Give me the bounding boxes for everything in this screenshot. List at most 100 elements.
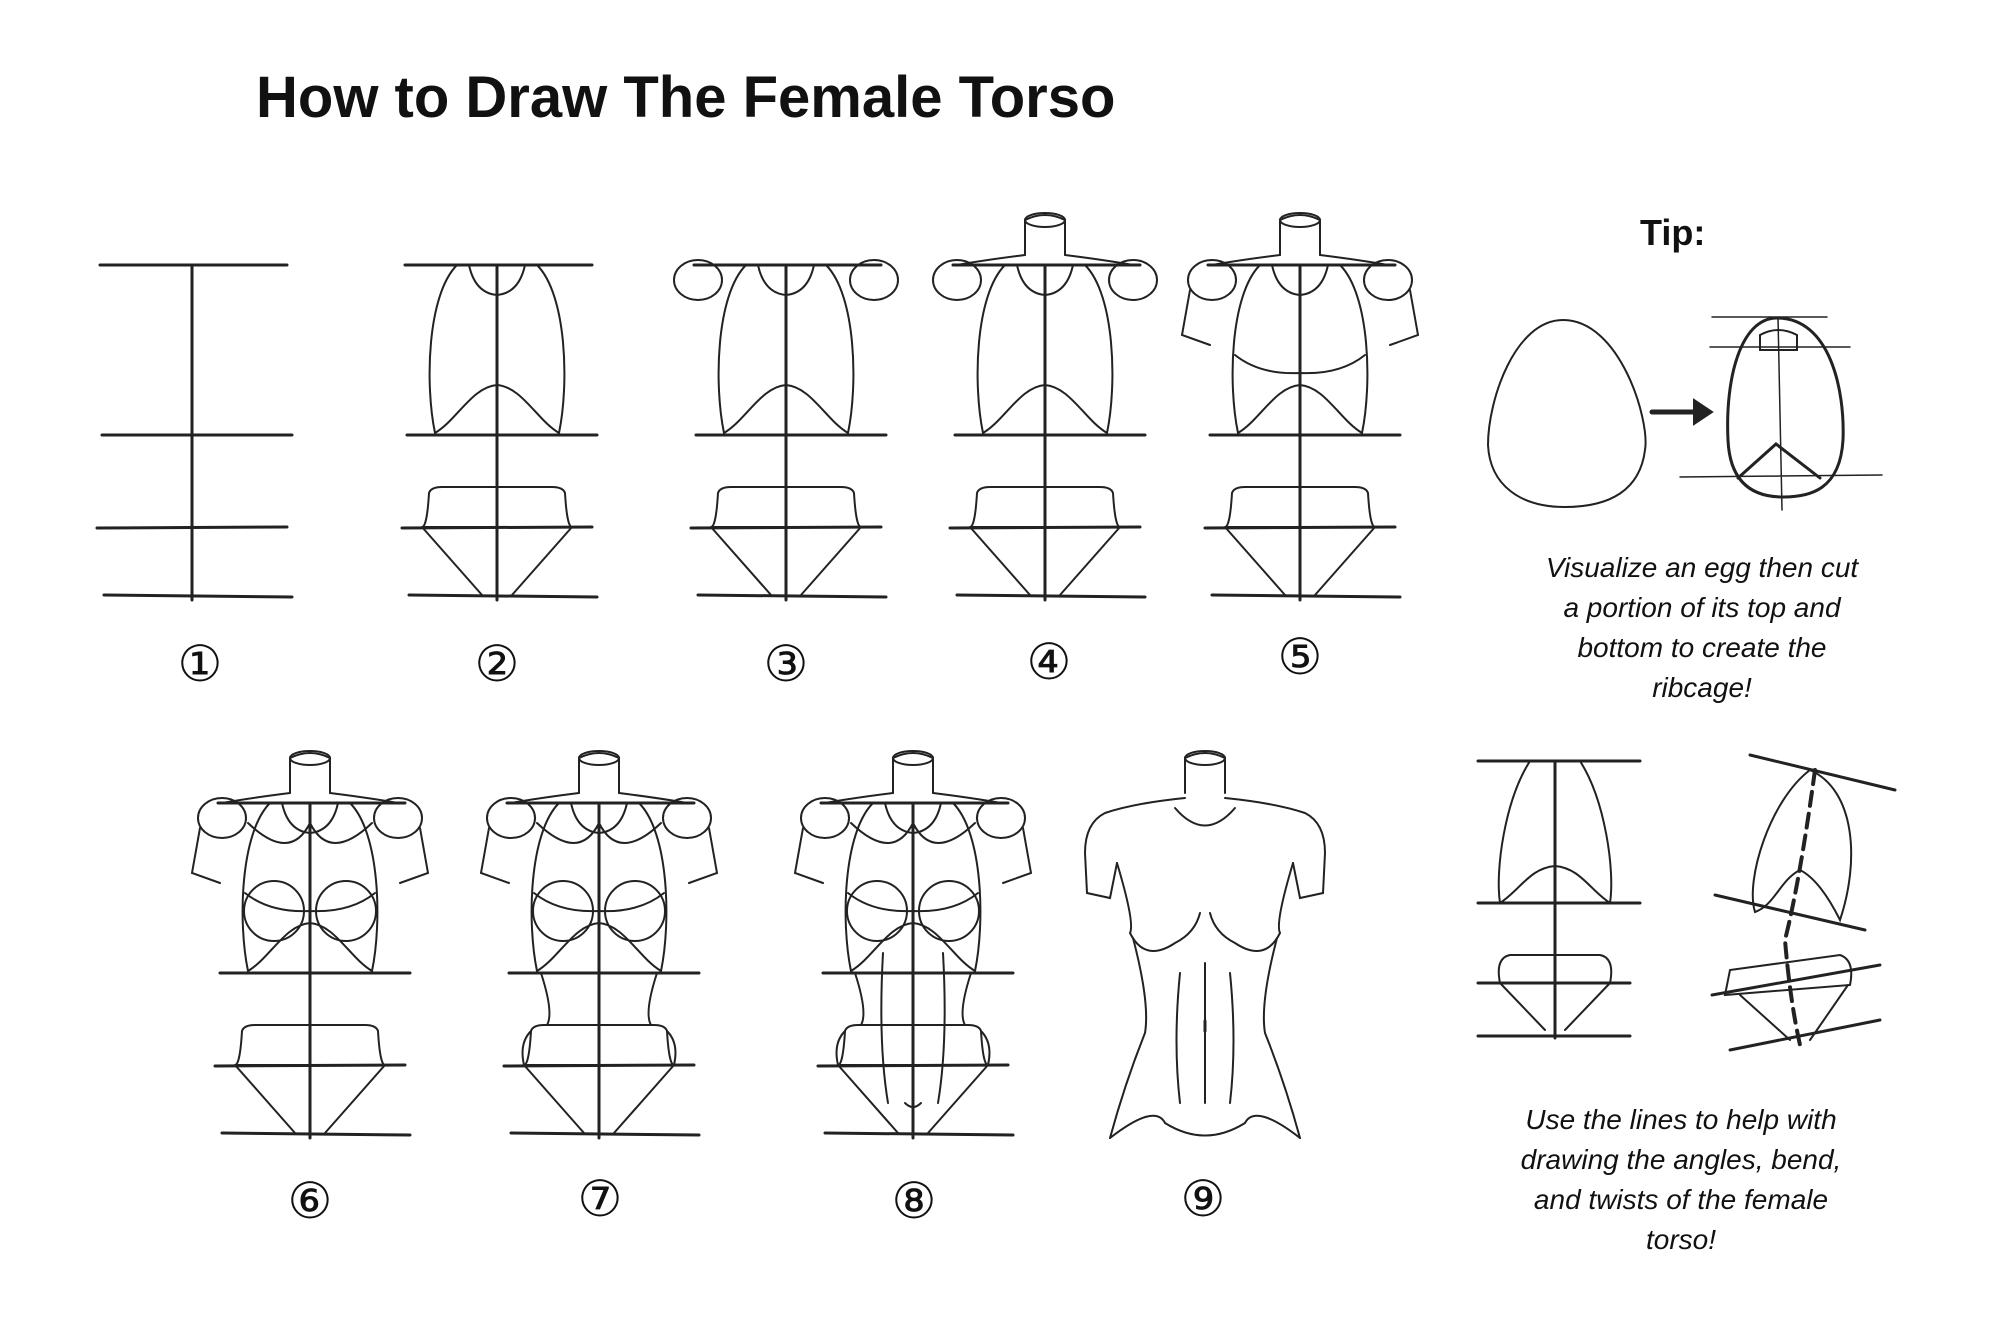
step-number-8: ⑧ [891,1172,937,1230]
hip-sides [521,1030,677,1066]
neck [1279,214,1321,256]
left-shoulder-ball [800,797,850,839]
pelvis-box [421,486,573,528]
step-number-9: ⑨ [1180,1170,1226,1228]
neck-notch [281,802,339,835]
left-breast-circle [243,880,305,942]
neck-top [1279,212,1321,228]
ribcage-egg [428,264,566,435]
right-shoulder-ball [1108,259,1158,301]
lines-tip-line-4: torso! [1645,1224,1717,1255]
hip-sides [835,1030,991,1066]
trapezius [956,254,1134,266]
trapezius [510,792,688,804]
neck-notch [468,264,526,297]
trapezius [1211,254,1389,266]
groin-curve [904,1102,922,1108]
guide-line-hip [407,593,599,599]
chest-curve [1234,354,1366,375]
lines-tip-line-3: and twists of the female [1533,1184,1829,1215]
right-shoulder-ball [849,259,899,301]
ribcage-egg [241,802,379,973]
torso-figure-step-9 [1083,750,1327,1139]
lines-tip-line-1: Use the lines to help with [1525,1104,1837,1135]
abdomen-lines [1175,962,1235,1104]
torso-sides [1109,937,1301,1139]
egg-tip-diagram [1486,316,1883,511]
twisted-center-dashed [1782,768,1817,1047]
pelvis-triangle [969,526,1121,596]
cut-egg-shape [1726,316,1845,499]
pectoral-lines [247,820,373,844]
tip-heading: Tip: [1640,212,1706,253]
trapezius [221,792,399,804]
upper-arms [190,827,430,884]
page-title: How to Draw The Female Torso [256,65,1116,130]
right-shoulder-ball [1363,259,1413,301]
step-number-4: ④ [1026,633,1072,691]
upper-arms [1180,289,1420,346]
step-number-3: ③ [763,635,809,693]
waist-lines [540,972,658,1026]
twist-tip-diagram [1476,753,1897,1052]
egg-tip-line-1: Visualize an egg then cut [1545,552,1859,583]
pelvis-box [234,1024,386,1066]
step-number-6: ⑥ [287,1172,333,1230]
front-pelvis [1497,954,1613,984]
guide-line-hip [102,593,294,599]
neck-top [289,750,331,766]
neck-notch [1271,264,1329,297]
torso-figure-step-8 [793,750,1033,1140]
ribcage-egg [530,802,668,973]
collarbones [1174,807,1236,827]
neck [289,752,331,794]
neck-notch [570,802,628,835]
pelvis-triangle [234,1064,386,1134]
step-number-5: ⑤ [1277,628,1323,686]
guide-line-hip [955,593,1147,599]
neck-top [578,750,620,766]
chest-curve [847,892,979,913]
neck-notch [884,802,942,835]
right-shoulder-ball [976,797,1026,839]
abdomen-lines [880,952,946,1104]
left-breast [1116,862,1201,952]
ribcage-egg [717,264,855,435]
upper-arms [479,827,719,884]
pelvis-triangle [421,526,573,596]
cut-egg-bottom [1736,442,1822,480]
twisted-pelvis-triangle [1739,984,1849,1041]
ribcage-egg [844,802,982,973]
pelvis-triangle [523,1064,675,1134]
right-breast-circle [315,880,377,942]
left-shoulder-ball [197,797,247,839]
guide-line-hip [509,1131,701,1137]
neck-top [892,750,934,766]
neck [1024,214,1066,256]
neck [578,752,620,794]
lines-tip-text: Use the lines to help with drawing the a… [1471,1100,1891,1260]
pelvis-triangle [837,1064,989,1134]
left-shoulder-arm [1083,797,1186,900]
torso-figure-step-7 [479,750,719,1140]
pelvis-box [969,486,1121,528]
right-shoulder-ball [662,797,712,839]
egg-tip-text: Visualize an egg then cut a portion of i… [1492,548,1912,708]
pelvis-triangle [1224,526,1376,596]
torso-figure-step-6 [190,750,430,1140]
pelvis-triangle [710,526,862,596]
torso-figure-step-4 [932,212,1158,602]
step-number-1: ① [177,635,223,693]
front-ribcage [1497,760,1613,905]
upper-arms [793,827,1033,884]
trapezius [824,792,1002,804]
right-shoulder-arm [1224,797,1327,900]
left-shoulder-ball [673,259,723,301]
chest-curve [244,892,376,913]
egg-tip-line-4: ribcage! [1652,672,1752,703]
cut-egg-neck [1759,329,1798,351]
ribcage-egg [1231,264,1369,435]
step-number-7: ⑦ [577,1170,623,1228]
